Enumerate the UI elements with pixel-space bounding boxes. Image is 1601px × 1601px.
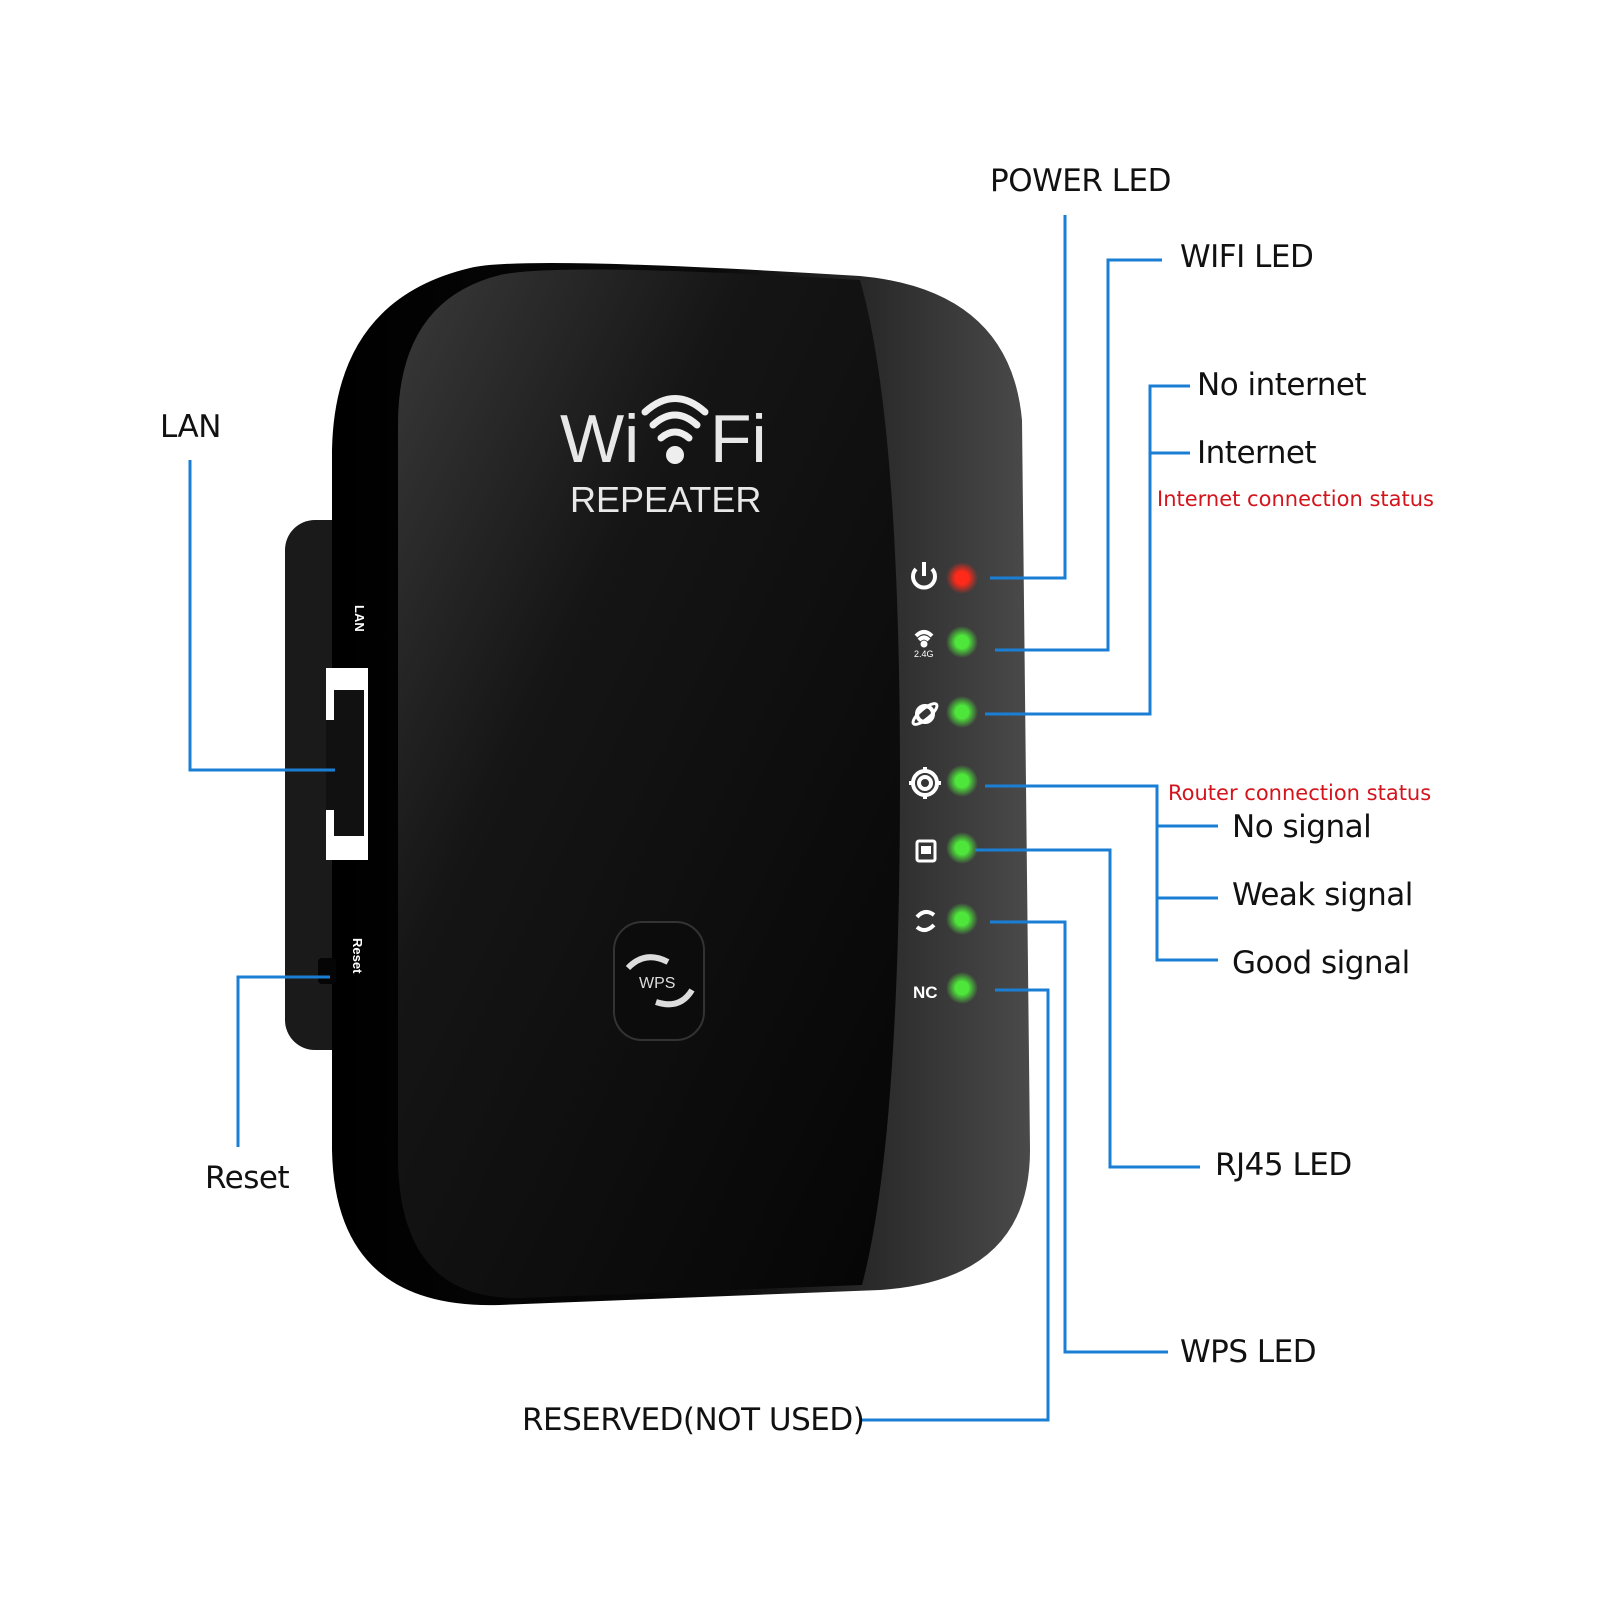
weak-signal-label: Weak signal	[1232, 877, 1413, 913]
good-signal-label: Good signal	[1232, 945, 1410, 981]
reserved-label: RESERVED(NOT USED)	[522, 1402, 865, 1438]
router-status-label: Router connection status	[1168, 781, 1432, 805]
router-leader	[985, 784, 1218, 962]
reset-leader	[236, 975, 330, 1147]
internet-leader	[985, 384, 1190, 716]
reset-port-label: Reset	[350, 938, 365, 974]
lan-leader	[188, 460, 335, 772]
internet-led	[955, 705, 969, 719]
rj45-led	[955, 841, 969, 855]
wps-led-label: WPS LED	[1180, 1334, 1317, 1370]
brand-wi: Wi	[560, 401, 640, 477]
wifi-band-label: 2.4G	[914, 649, 934, 659]
brand-repeater: REPEATER	[570, 479, 762, 520]
power-led	[955, 571, 969, 585]
wps-sync-icon	[915, 910, 936, 932]
no-internet-label: No internet	[1197, 367, 1367, 403]
globe-internet-icon	[911, 702, 939, 726]
wps-button-label: WPS	[639, 975, 676, 992]
leader-lines	[188, 215, 1218, 1422]
wifi-leader	[995, 258, 1162, 652]
router-target-icon	[909, 767, 941, 799]
rj45-leader	[975, 848, 1200, 1169]
wifi-led-label: WIFI LED	[1180, 239, 1314, 275]
power-icon	[911, 562, 937, 590]
no-signal-label: No signal	[1232, 809, 1372, 845]
wifi-logo-icon	[641, 395, 709, 442]
wps-led	[955, 912, 969, 926]
port-label: LAN	[352, 605, 367, 632]
wps-button[interactable]	[613, 921, 705, 1041]
reset-label: Reset	[205, 1160, 290, 1196]
brand-fi: Fi	[710, 401, 767, 477]
lan-label: LAN	[160, 409, 221, 445]
nc-led	[955, 981, 969, 995]
wifi-led	[955, 635, 969, 649]
wifi-24g-icon	[914, 630, 934, 648]
power-led-label: POWER LED	[990, 163, 1171, 199]
router-led	[955, 774, 969, 788]
nc-leader	[860, 988, 1050, 1422]
wps-leader	[990, 920, 1168, 1354]
nc-label: NC	[913, 983, 938, 1002]
rj45-icon	[915, 839, 937, 863]
power-leader	[990, 215, 1067, 580]
rj45-led-label: RJ45 LED	[1215, 1147, 1352, 1183]
device-face	[398, 269, 900, 1299]
internet-status-label: Internet connection status	[1157, 487, 1434, 511]
internet-label: Internet	[1197, 435, 1317, 471]
reset-pinhole	[318, 958, 336, 984]
